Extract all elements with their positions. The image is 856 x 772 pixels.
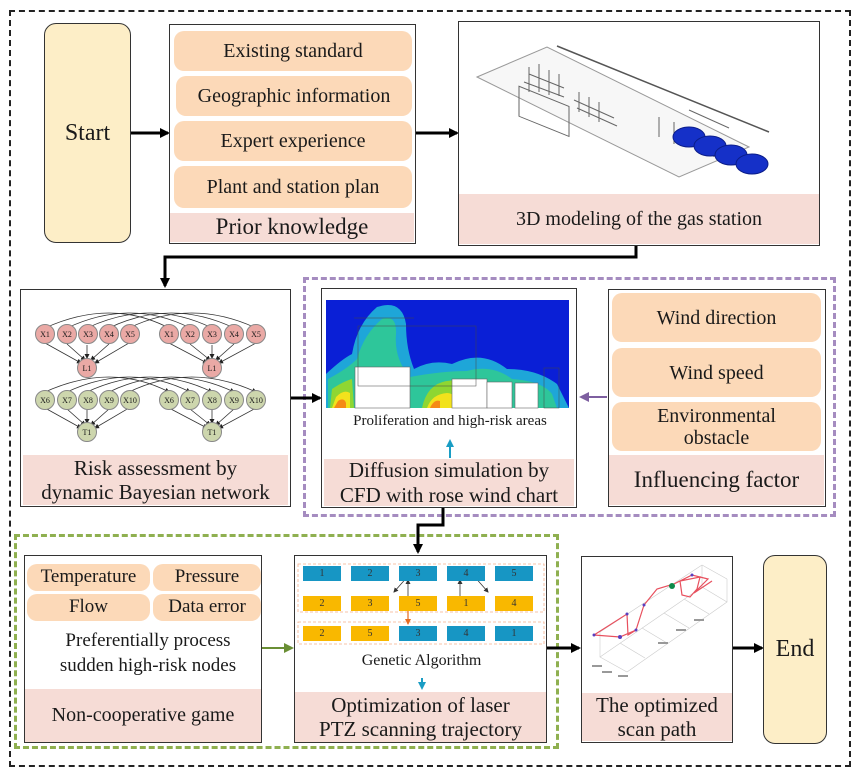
dbn-node: X3 — [202, 324, 222, 344]
dbn-node: X3 — [78, 324, 98, 344]
risk-caption-line1: Risk assessment by — [73, 455, 238, 480]
bayesian-network-diagram: X1 X2 X3 X4 X5 L1 X1 X2 X3 X4 X5 L1 X6 X… — [21, 290, 291, 455]
gene-cell: 1 — [495, 626, 533, 641]
cfd-simulation-image — [326, 300, 569, 409]
modeling-caption: 3D modeling of the gas station — [459, 194, 819, 244]
gene-cell: 5 — [351, 626, 389, 641]
end-node: End — [763, 555, 827, 744]
outer-frame — [9, 10, 851, 767]
dbn-node: X4 — [224, 324, 244, 344]
dbn-node: X1 — [35, 324, 55, 344]
scan-path-plot-image — [592, 564, 728, 677]
dbn-target-node: T1 — [202, 422, 222, 442]
bayesian-network-edges — [44, 312, 257, 429]
influencing-item: Environmental obstacle — [612, 402, 821, 451]
game-note-line1: Preferentially process — [65, 630, 231, 652]
gene-cell: 4 — [447, 566, 485, 581]
influencing-item3-line1: Environmental — [657, 404, 776, 427]
game-factor: Temperature — [27, 564, 150, 591]
end-label: End — [775, 636, 815, 662]
genetic-caption: Optimization of laser PTZ scanning traje… — [295, 692, 546, 742]
game-note: Preferentially process sudden high-risk … — [35, 624, 261, 684]
dbn-node: X1 — [159, 324, 179, 344]
diffusion-caption-line1: Diffusion simulation by — [348, 458, 550, 483]
genetic-label: Genetic Algorithm — [361, 652, 482, 669]
game-factor: Data error — [153, 594, 261, 621]
dbn-node: X8 — [202, 390, 222, 410]
up-arrow-icon — [446, 439, 454, 458]
influencing-box: Wind direction Wind speed Environmental … — [608, 289, 826, 507]
prior-item: Expert experience — [174, 121, 412, 161]
gene-cell: 1 — [447, 596, 485, 611]
game-caption: Non-cooperative game — [25, 689, 261, 742]
gene-cell: 1 — [303, 566, 341, 581]
dbn-node: X5 — [120, 324, 140, 344]
game-factor: Pressure — [153, 564, 261, 591]
gas-station-3d-image — [475, 45, 770, 178]
dbn-node: X4 — [99, 324, 119, 344]
dbn-node: X10 — [120, 390, 140, 410]
diffusion-caption: Diffusion simulation by CFD with rose wi… — [324, 458, 574, 507]
dbn-node: X7 — [57, 390, 77, 410]
dbn-node: X10 — [246, 390, 266, 410]
gene-cell: 3 — [399, 626, 437, 641]
arrow-diffusion-to-genetic — [413, 508, 445, 554]
influencing-item3-line2: obstacle — [683, 426, 750, 449]
gene-cell: 3 — [351, 596, 389, 611]
gene-cell: 4 — [447, 626, 485, 641]
dbn-node: X9 — [99, 390, 119, 410]
diffusion-box: Proliferation and high-risk areas Diffus… — [321, 288, 577, 508]
gene-cell: 2 — [351, 566, 389, 581]
start-label: Start — [64, 119, 111, 146]
genetic-caption-line1: Optimization of laser — [331, 692, 510, 717]
risk-caption-line2: dynamic Bayesian network — [41, 480, 270, 504]
gene-cell: 3 — [399, 566, 437, 581]
risk-caption: Risk assessment by dynamic Bayesian netw… — [23, 455, 288, 505]
dbn-node: X2 — [57, 324, 77, 344]
dbn-target-node: L1 — [77, 358, 97, 378]
optimization-group-frame — [14, 534, 559, 749]
prior-item: Plant and station plan — [174, 166, 412, 208]
gene-cell: 2 — [303, 596, 341, 611]
prior-knowledge-box: Existing standard Geographic information… — [169, 24, 416, 244]
arrow-modeling-to-risk — [160, 246, 638, 288]
scan-path-caption: The optimized scan path — [582, 693, 732, 741]
scan-path-box: The optimized scan path — [581, 556, 733, 743]
scan-path-caption-line2: scan path — [617, 717, 697, 741]
prior-item: Existing standard — [174, 31, 412, 71]
modeling-box: 3D modeling of the gas station — [458, 21, 820, 246]
influencing-item: Wind direction — [612, 293, 821, 342]
dbn-node: X2 — [180, 324, 200, 344]
dbn-node: X9 — [224, 390, 244, 410]
cfd-image-label: Proliferation and high-risk areas — [353, 412, 547, 429]
risk-box: X1 X2 X3 X4 X5 L1 X1 X2 X3 X4 X5 L1 X6 X… — [20, 289, 291, 507]
gene-cell: 5 — [495, 566, 533, 581]
dbn-node: X6 — [35, 390, 55, 410]
dbn-node: X8 — [78, 390, 98, 410]
genetic-caption-line2: PTZ scanning trajectory — [319, 717, 522, 741]
gene-cell: 4 — [495, 596, 533, 611]
dbn-node: X6 — [159, 390, 179, 410]
genetic-box: 1 2 3 4 5 2 3 5 1 4 2 5 3 4 1 Genetic Al… — [294, 555, 547, 743]
prior-knowledge-caption: Prior knowledge — [170, 213, 414, 242]
dbn-node: X7 — [180, 390, 200, 410]
gene-cell: 5 — [399, 596, 437, 611]
dbn-target-node: T1 — [77, 422, 97, 442]
diffusion-caption-line2: CFD with rose wind chart — [339, 482, 559, 507]
influencing-caption: Influencing factor — [609, 455, 824, 505]
influencing-item: Wind speed — [612, 348, 821, 397]
prior-item: Geographic information — [176, 76, 412, 116]
game-box: Temperature Pressure Flow Data error Pre… — [24, 555, 262, 743]
start-node: Start — [44, 23, 131, 243]
scan-path-caption-line1: The optimized — [596, 692, 718, 717]
dbn-target-node: L1 — [202, 358, 222, 378]
game-factor: Flow — [27, 594, 150, 621]
dbn-node: X5 — [246, 324, 266, 344]
game-note-line2: sudden high-risk nodes — [59, 655, 237, 676]
genetic-algorithm-diagram — [297, 563, 545, 690]
gene-cell: 2 — [303, 626, 341, 641]
